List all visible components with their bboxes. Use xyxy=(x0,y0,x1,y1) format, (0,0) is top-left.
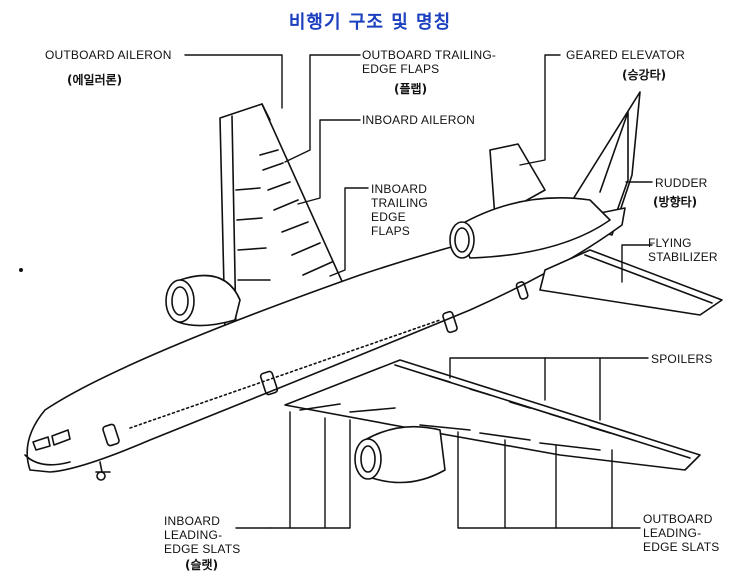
leader-lines xyxy=(184,54,653,529)
right-stabilizer xyxy=(539,249,723,316)
tail-engine xyxy=(449,197,611,259)
label-slats-kr: (슬랫) xyxy=(185,558,219,572)
label-rudder-kr: (방향타) xyxy=(653,195,698,209)
fuselage xyxy=(24,207,626,481)
label-flaps-kr: (플랩) xyxy=(394,82,428,96)
label-inboard-aileron: INBOARD AILERON xyxy=(362,113,476,127)
label-outboard-aileron: OUTBOARD AILERON xyxy=(45,48,172,62)
diagram-title: 비행기 구조 및 명칭 xyxy=(288,12,452,33)
right-engine xyxy=(354,425,446,484)
label-rudder: RUDDER xyxy=(655,176,708,190)
label-inboard-trailing-edge-flaps: INBOARD TRAILING EDGE FLAPS xyxy=(371,182,428,238)
label-outboard-aileron-kr: (에일러론) xyxy=(67,73,123,87)
label-inboard-leading-edge-slats: INBOARD LEADING- EDGE SLATS xyxy=(164,514,241,556)
right-wing xyxy=(284,359,701,471)
label-geared-elevator: GEARED ELEVATOR xyxy=(566,48,686,62)
label-outboard-trailing-edge-flaps: OUTBOARD TRAILING- EDGE FLAPS xyxy=(362,48,497,76)
label-spoilers: SPOILERS xyxy=(651,352,713,366)
left-engine xyxy=(165,274,241,327)
label-flying-stabilizer: FLYING STABILIZER xyxy=(648,236,718,264)
stray-dot xyxy=(18,267,23,272)
left-stabilizer xyxy=(489,143,546,219)
label-geared-elevator-kr: (승강타) xyxy=(622,68,667,82)
label-outboard-leading-edge-slats: OUTBOARD LEADING- EDGE SLATS xyxy=(643,512,720,554)
